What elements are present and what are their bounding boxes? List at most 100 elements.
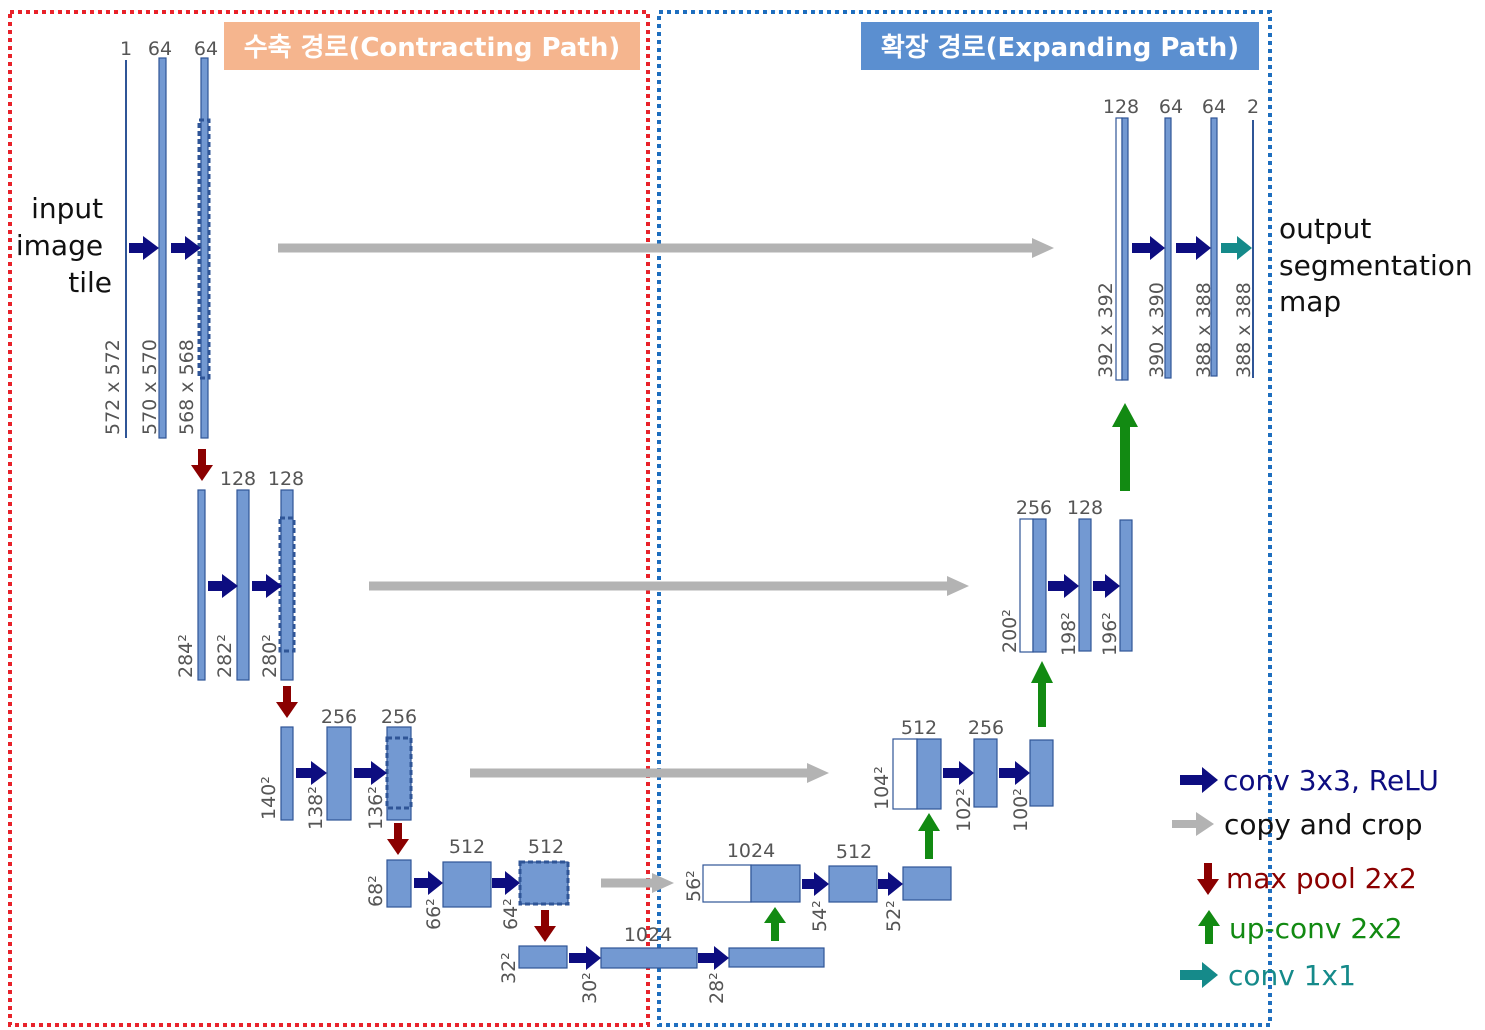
conv-arrow	[1048, 574, 1079, 598]
copy-arrow-head-level2	[947, 576, 969, 596]
feature-map	[326, 726, 352, 821]
copy-crop-arrows	[278, 238, 1054, 893]
feature-map	[902, 866, 952, 901]
size-label: 570 x 570	[139, 339, 161, 435]
contracting-path-border	[8, 10, 650, 1027]
channel-label: 512	[449, 836, 485, 858]
legend-upconv-label: up-conv 2x2	[1229, 912, 1403, 945]
level4-contracting: 512 512 68² 66² 64²	[365, 836, 570, 930]
input-label: input image tile	[16, 192, 112, 299]
feature-map	[386, 859, 412, 908]
expanding-path-border	[657, 10, 1272, 1027]
feature-map	[1029, 739, 1054, 807]
size-label: 284²	[175, 634, 197, 678]
conv-arrow	[999, 761, 1030, 785]
legend-conv1x1-label: conv 1x1	[1228, 959, 1356, 992]
legend: conv 3x3, ReLU copy and crop max pool 2x…	[1172, 764, 1439, 992]
size-label: 28²	[706, 972, 728, 1004]
conv-arrow	[208, 574, 238, 598]
expanding-path-title: 확장 경로(Expanding Path)	[881, 33, 1239, 63]
channel-label: 256	[1016, 497, 1052, 519]
conv-arrow	[354, 761, 387, 785]
feature-map	[200, 57, 209, 439]
crop-region	[518, 860, 570, 906]
size-label: 388 x 388	[1193, 282, 1215, 378]
upconv-arrow	[1112, 403, 1138, 491]
maxpool-arrow	[276, 686, 298, 718]
size-label: 196²	[1099, 612, 1121, 656]
conv-arrow	[1176, 236, 1211, 260]
size-label: 68²	[365, 875, 387, 907]
contracting-header-bg	[224, 22, 640, 70]
size-label: 64²	[500, 898, 522, 930]
copy-arrow-head-level1	[1032, 238, 1054, 258]
size-label: 572 x 572	[102, 339, 124, 435]
conv-arrow	[698, 946, 729, 970]
channel-label: 256	[381, 706, 417, 728]
feature-map	[1119, 519, 1133, 652]
feature-map	[916, 738, 942, 810]
level3-expanding: 512 256 104² 102² 100²	[871, 717, 1054, 832]
size-label: 390 x 390	[1146, 282, 1168, 378]
conv-arrow	[878, 872, 903, 896]
feature-map	[518, 945, 568, 969]
feature-map	[600, 947, 698, 969]
channel-label: 64	[194, 38, 218, 60]
feature-map	[236, 489, 250, 681]
upconv-arrow	[1031, 661, 1053, 727]
legend-copy-arrow	[1172, 812, 1214, 836]
size-label: 32²	[498, 952, 520, 984]
feature-map	[442, 861, 492, 908]
conv-arrow	[129, 236, 159, 260]
level2-expanding: 256 128 200² 198² 196²	[999, 497, 1133, 656]
size-label: 104²	[871, 766, 893, 810]
channel-label: 64	[148, 38, 172, 60]
size-label: 568 x 568	[176, 339, 198, 435]
channel-label: 128	[1067, 497, 1103, 519]
size-label: 282²	[214, 634, 236, 678]
feature-map	[386, 726, 412, 821]
feature-map-copied	[892, 738, 918, 810]
expanding-header-bg	[861, 22, 1259, 70]
level2-contracting: 128 128 284² 282² 280²	[175, 468, 304, 681]
channel-label: 128	[220, 468, 256, 490]
channel-label: 512	[901, 717, 937, 739]
conv-arrow	[414, 871, 443, 895]
output-label: output segmentation map	[1279, 212, 1482, 318]
feature-map	[728, 947, 825, 968]
size-label: 66²	[423, 898, 445, 930]
channel-label: 64	[1202, 96, 1226, 118]
maxpool-arrow	[191, 449, 213, 481]
maxpool-arrow	[387, 823, 409, 855]
conv-arrows	[129, 236, 1211, 970]
channel-label: 2	[1247, 96, 1259, 118]
feature-map	[280, 726, 294, 821]
legend-upconv-arrow	[1198, 910, 1220, 944]
size-label: 56²	[683, 870, 705, 902]
level1-contracting: 1 64 64 572 x 572 570 x 570 568 x 568	[102, 38, 218, 439]
feature-map-copied	[702, 864, 752, 903]
conv-arrow	[171, 236, 201, 260]
conv-arrow	[1093, 574, 1120, 598]
feature-map	[197, 489, 206, 681]
legend-maxpool-label: max pool 2x2	[1226, 862, 1417, 895]
feature-map	[828, 865, 878, 903]
size-label: 102²	[953, 788, 975, 832]
contracting-path-title: 수축 경로(Contracting Path)	[244, 33, 621, 63]
size-label: 100²	[1010, 788, 1032, 832]
conv-arrow	[296, 761, 327, 785]
conv-arrow	[802, 872, 829, 896]
feature-map	[1121, 117, 1129, 381]
legend-copy-label: copy and crop	[1224, 808, 1423, 841]
size-label: 200²	[999, 609, 1021, 653]
channel-label: 1024	[727, 840, 775, 862]
legend-conv-arrow	[1180, 767, 1218, 793]
conv-arrow	[569, 946, 601, 970]
channel-label: 1	[120, 38, 132, 60]
legend-conv-label: conv 3x3, ReLU	[1223, 764, 1439, 797]
size-label: 280²	[259, 634, 281, 678]
feature-map	[973, 738, 998, 808]
feature-map	[750, 864, 801, 903]
channel-label: 64	[1159, 96, 1183, 118]
